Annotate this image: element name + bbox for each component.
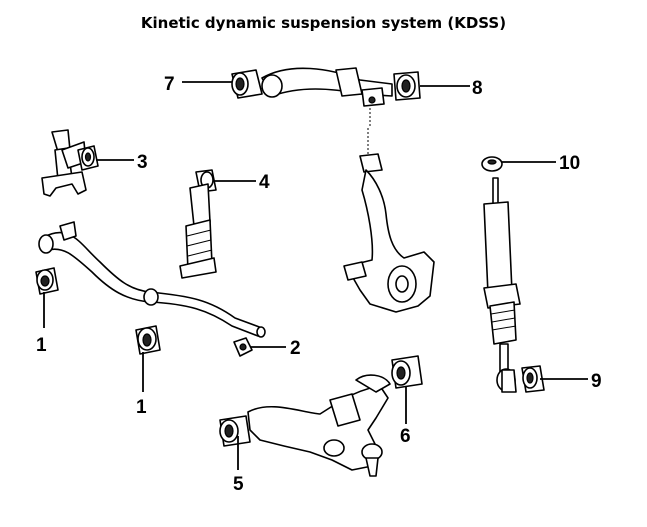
bushing-10 [481,156,503,172]
callout-7: 7 [164,74,175,95]
callout-1-left: 1 [36,335,47,356]
upper-control-arm [261,67,393,126]
callout-9: 9 [591,371,602,392]
callout-5: 5 [233,474,244,495]
diagram-title: Kinetic dynamic suspension system (KDSS) [140,14,507,32]
kdss-cylinder-4 [179,169,217,279]
bushing-5 [219,415,251,447]
bushing-6 [391,355,423,389]
callout-10: 10 [559,153,580,174]
callout-4: 4 [259,172,270,193]
bushing-7 [231,69,263,99]
bushing-1-center [135,325,161,355]
steering-knuckle [343,128,435,313]
bushing-2 [233,337,253,357]
stabilizer-bar [38,221,266,338]
bushing-8 [393,71,421,101]
shock-absorber [483,177,521,393]
stabilizer-link-3 [41,129,99,197]
lower-control-arm [247,374,391,477]
bushing-1-left [35,267,59,295]
callout-1-center: 1 [136,397,147,418]
bushing-9 [521,365,545,393]
callout-2: 2 [290,338,301,359]
callout-6: 6 [400,426,411,447]
leader-lines [43,81,588,470]
callout-8: 8 [472,78,483,99]
callout-3: 3 [137,152,148,173]
